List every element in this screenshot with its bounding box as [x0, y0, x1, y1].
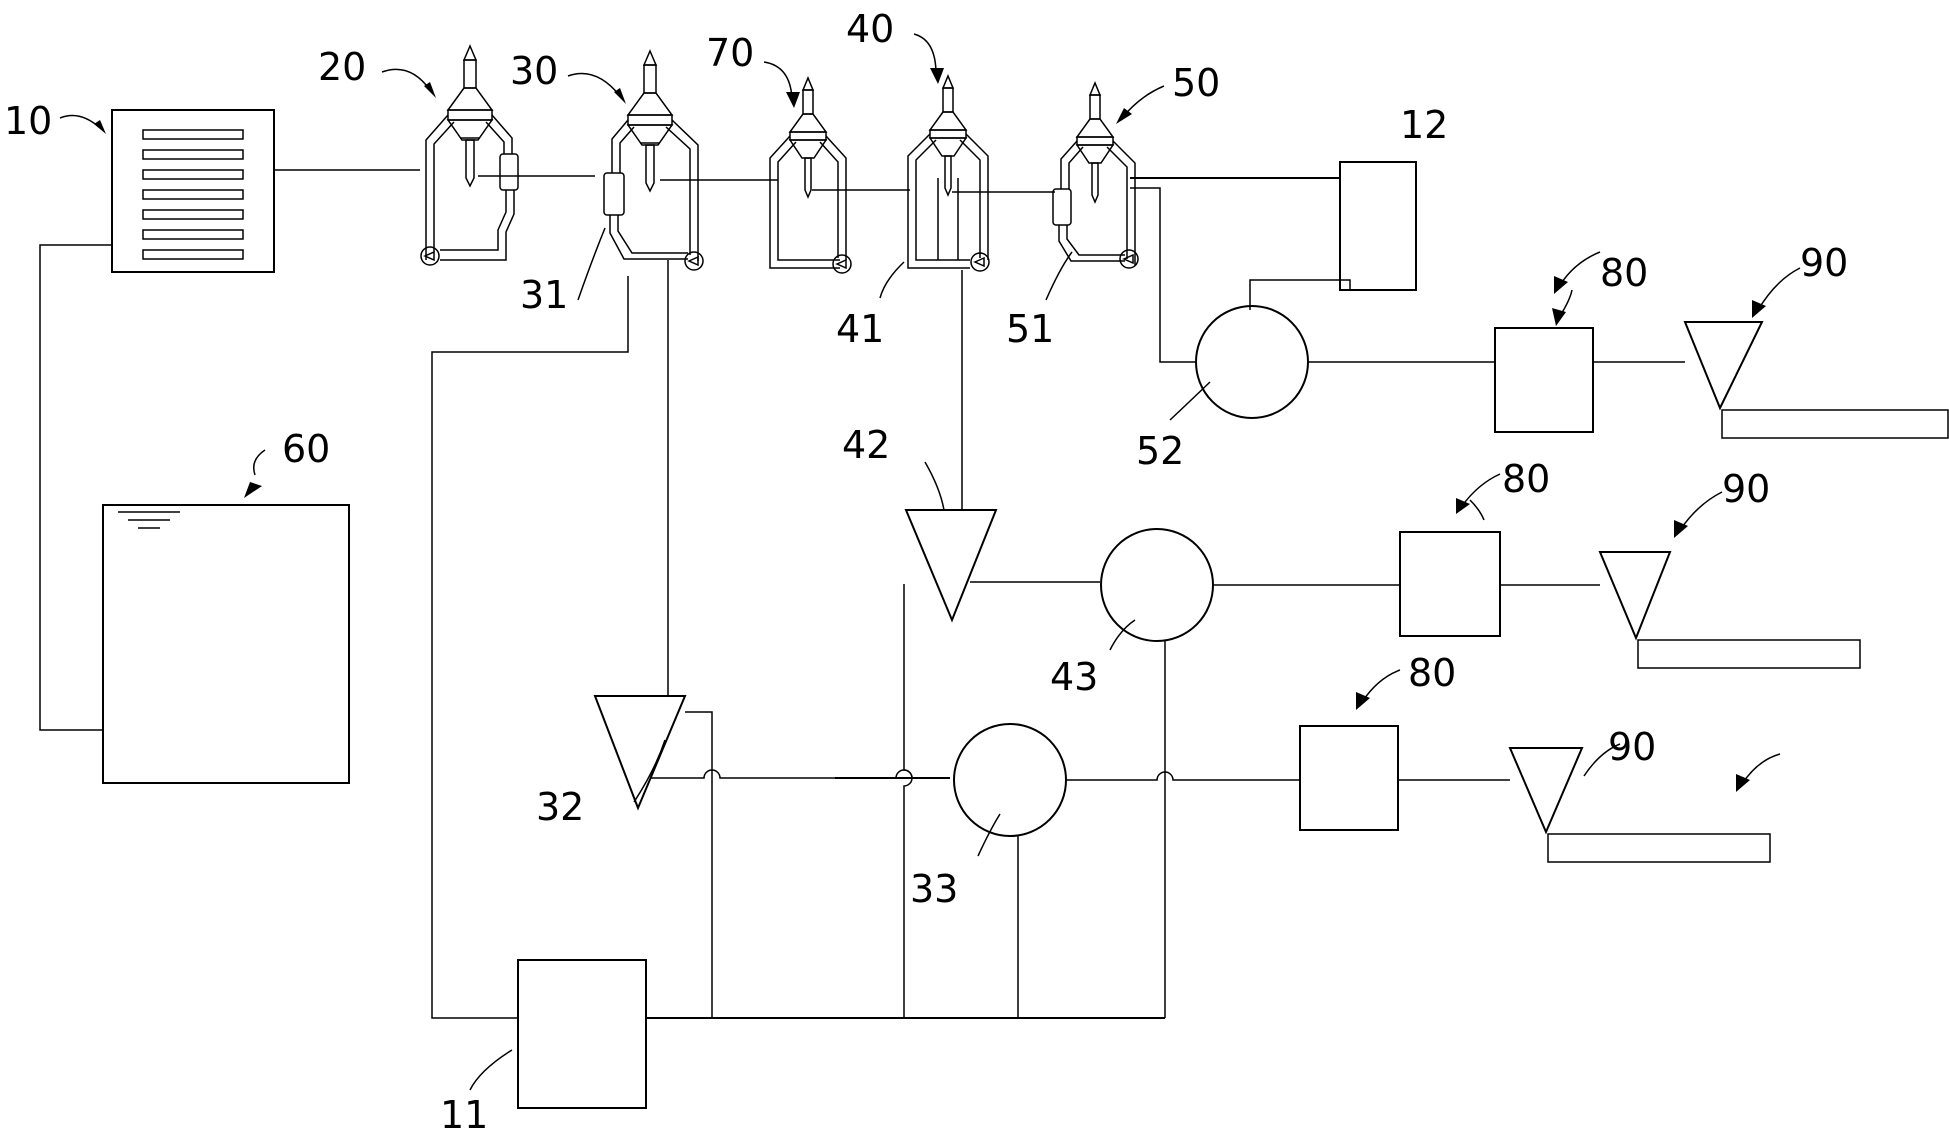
leader-arrows [59, 33, 1801, 1091]
label-20: 20 [318, 45, 366, 89]
unit-11-box [517, 959, 647, 1109]
unit-90-hopper-mid [1598, 551, 1861, 669]
unit-40-hydrocyclone [907, 75, 990, 272]
label-41: 41 [836, 307, 884, 351]
unit-42-cone [904, 509, 998, 623]
unit-60-tank [102, 504, 350, 784]
label-11: 11 [440, 1093, 488, 1137]
label-32: 32 [536, 785, 584, 829]
label-40: 40 [846, 7, 894, 51]
label-60: 60 [282, 427, 330, 471]
unit-10-screen [111, 109, 275, 273]
label-80-bottom: 80 [1408, 651, 1456, 695]
unit-43-thickener [1100, 528, 1214, 642]
line-50-52 [1130, 187, 1195, 363]
label-10: 10 [4, 99, 52, 143]
unit-30-hydrocyclone [603, 50, 704, 271]
label-80-top: 80 [1600, 251, 1648, 295]
label-90-top: 90 [1800, 241, 1848, 285]
line-12-52 [1249, 279, 1351, 310]
label-52: 52 [1136, 429, 1184, 473]
unit-52-thickener [1195, 305, 1309, 419]
line-33-80 [1066, 771, 1300, 781]
unit-80-filter-mid [1399, 531, 1501, 637]
unit-80-filter-bottom [1299, 725, 1399, 831]
line-42-down [903, 584, 913, 1018]
line-32-33 [650, 769, 950, 779]
label-90-mid: 90 [1722, 467, 1770, 511]
line-32-down [685, 711, 713, 1018]
label-51: 51 [1006, 307, 1054, 351]
unit-70-hydrocyclone [769, 77, 852, 274]
label-12: 12 [1400, 103, 1448, 147]
unit-80-filter-top [1494, 327, 1594, 433]
label-43: 43 [1050, 655, 1098, 699]
label-30: 30 [510, 49, 558, 93]
label-42: 42 [842, 423, 890, 467]
label-50: 50 [1172, 61, 1220, 105]
unit-90-hopper-bottom [1508, 747, 1771, 863]
unit-12-box [1339, 161, 1417, 291]
label-80-mid: 80 [1502, 457, 1550, 501]
unit-33-thickener [953, 723, 1067, 837]
label-90-bottom: 90 [1608, 725, 1656, 769]
unit-90-hopper-top [1683, 321, 1949, 439]
unit-50-hydrocyclone [1052, 82, 1139, 269]
label-33: 33 [910, 867, 958, 911]
unit-20-hydrocyclone [420, 45, 519, 266]
label-31: 31 [520, 273, 568, 317]
unit-32-cone [593, 695, 687, 811]
line-30-11 [431, 276, 629, 1019]
label-70: 70 [706, 31, 754, 75]
line-10-60 [39, 244, 112, 731]
